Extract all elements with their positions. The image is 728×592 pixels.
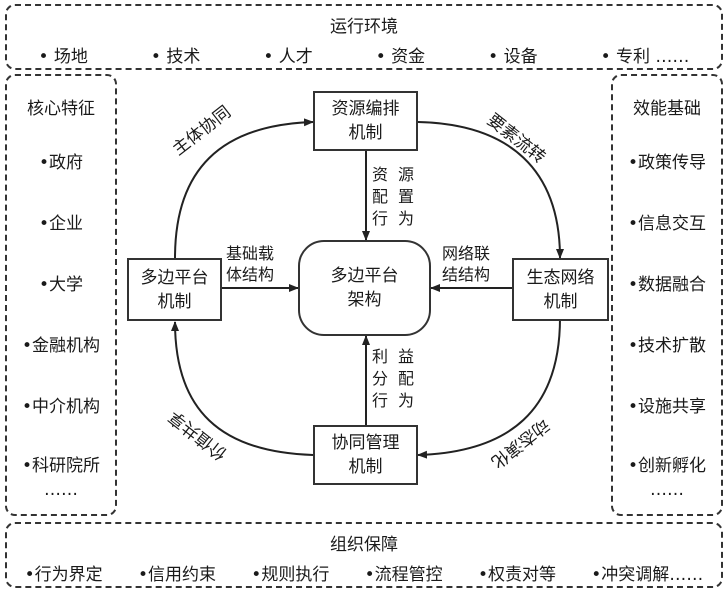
node-label: 多边平台 bbox=[140, 267, 209, 288]
node-label: 机制 bbox=[348, 457, 383, 477]
guarantee-item: •流程管控 bbox=[364, 565, 443, 585]
arc-platform-to-resource bbox=[174, 118, 314, 259]
guarantee-item: •冲突调解…… bbox=[591, 565, 704, 585]
feature-item: •政府 bbox=[38, 153, 84, 173]
resource-allocation-label-col1: 资配行 bbox=[371, 165, 388, 228]
env-item: • 人才 bbox=[263, 47, 313, 67]
guarantee-item: •行为界定 bbox=[24, 565, 103, 585]
organizational-guarantee-panel: 组织保障 •行为界定 •信用约束 •规则执行 •流程管控 •权责对等 •冲突调解… bbox=[5, 522, 723, 588]
efficiency-basis-title: 效能基础 bbox=[633, 99, 701, 119]
basis-item: •信息交互 bbox=[627, 214, 707, 234]
feature-item: •大学 bbox=[38, 275, 84, 295]
feature-item: •企业 bbox=[38, 214, 84, 234]
basis-item: •政策传导 bbox=[627, 153, 707, 173]
resource-allocation-label-col2: 源置为 bbox=[397, 165, 414, 228]
node-label: 资源编排 bbox=[331, 99, 400, 119]
node-label: 机制 bbox=[348, 123, 383, 143]
core-features-panel: 核心特征 •政府 •企业 •大学 •金融机构 •中介机构 •科研院所 …… bbox=[5, 74, 117, 516]
multi-platform-node: 多边平台 机制 bbox=[127, 258, 222, 321]
env-item: • 设备 bbox=[488, 47, 538, 67]
benefit-distribution-label-col2: 益配为 bbox=[397, 347, 414, 410]
guarantee-item: •权责对等 bbox=[477, 565, 556, 585]
basis-item: •数据融合 bbox=[627, 275, 707, 295]
env-item: • 技术 bbox=[150, 47, 201, 67]
env-item: • 资金 bbox=[375, 47, 426, 67]
efficiency-basis-panel: 效能基础 •政策传导 •信息交互 •数据融合 •技术扩散 •设施共享 •创新孵化… bbox=[611, 74, 723, 516]
arc-resource-to-ecology bbox=[417, 121, 564, 259]
guarantee-item: •信用约束 bbox=[137, 565, 216, 585]
base-carrier-label-line2: 体结构 bbox=[226, 265, 275, 284]
basis-item: •创新孵化 bbox=[627, 456, 707, 476]
arc-ecology-to-collab bbox=[417, 317, 561, 459]
ecology-network-node: 生态网络 机制 bbox=[512, 258, 609, 321]
resource-orchestration-node: 资源编排 机制 bbox=[313, 91, 418, 151]
basis-item: •设施共享 bbox=[627, 397, 707, 417]
network-link-label-line1: 网络联 bbox=[442, 244, 491, 263]
arc-collab-to-platform bbox=[171, 321, 314, 456]
base-carrier-label-line1: 基础载 bbox=[226, 244, 275, 263]
feature-item: …… bbox=[44, 480, 78, 500]
basis-item: •技术扩散 bbox=[627, 336, 707, 356]
node-label: 机制 bbox=[157, 291, 192, 312]
feature-item: •科研院所 bbox=[21, 456, 101, 476]
node-label: 生态网络 bbox=[526, 267, 595, 288]
env-item: • 专利 …… bbox=[600, 47, 690, 67]
benefit-distribution-label-col1: 利分行 bbox=[371, 347, 388, 410]
guarantee-item: •规则执行 bbox=[251, 565, 330, 585]
organizational-guarantee-title: 组织保障 bbox=[330, 535, 398, 555]
node-label: 机制 bbox=[543, 291, 578, 312]
collaborative-management-node: 协同管理 机制 bbox=[313, 425, 418, 485]
multi-platform-architecture-node: 多边平台 架构 bbox=[298, 240, 431, 336]
feature-item: •中介机构 bbox=[21, 397, 101, 417]
network-link-label-line2: 结结构 bbox=[442, 265, 491, 284]
node-label: 多边平台 bbox=[330, 266, 399, 286]
basis-item: …… bbox=[650, 480, 684, 500]
operating-environment-title: 运行环境 bbox=[330, 17, 398, 37]
operating-environment-items: • 场地 • 技术 • 人才 • 资金 • 设备 • 专利 …… bbox=[7, 42, 721, 67]
operating-environment-panel: 运行环境 • 场地 • 技术 • 人才 • 资金 • 设备 • 专利 …… bbox=[5, 4, 723, 70]
feature-item: •金融机构 bbox=[21, 336, 101, 356]
node-label: 架构 bbox=[347, 290, 382, 310]
core-features-title: 核心特征 bbox=[27, 99, 95, 119]
node-label: 协同管理 bbox=[331, 433, 400, 453]
env-item: • 场地 bbox=[38, 47, 88, 67]
organizational-guarantee-items: •行为界定 •信用约束 •规则执行 •流程管控 •权责对等 •冲突调解…… bbox=[7, 560, 721, 585]
